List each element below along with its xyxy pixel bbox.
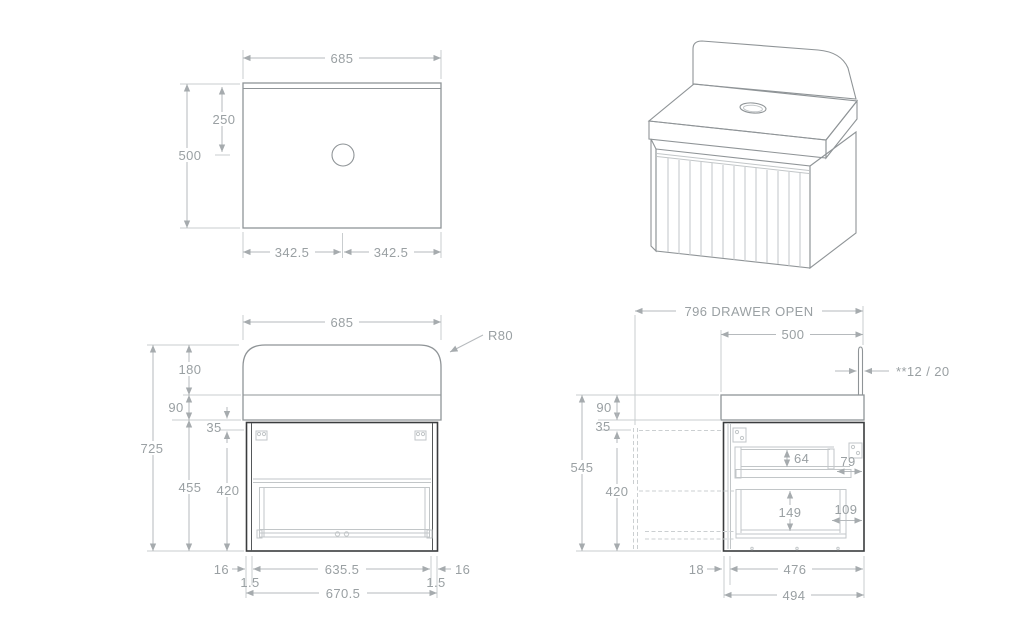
dim-front-bench-thickness: 90 <box>168 400 183 415</box>
iso-cabinet-side <box>809 130 857 270</box>
dim-side-front-thickness: 18 <box>689 562 704 577</box>
dim-front-corner-radius: R80 <box>488 328 513 343</box>
dim-front-gap-left: 1.5 <box>240 575 259 590</box>
side-backsplash <box>857 346 864 395</box>
dim-plan-hole-left: 342.5 <box>275 245 310 260</box>
iso-fluted-front <box>656 153 810 267</box>
dim-front-top-gap: 35 <box>206 420 221 435</box>
side-view: 796 DRAWER OPEN 500 **12 / 20 545 90 <box>566 304 949 603</box>
dim-side-runner-setback: 79 <box>840 454 855 469</box>
plan-outline <box>242 82 442 229</box>
side-benchtop <box>720 346 865 421</box>
tap-hole-plan <box>331 143 355 167</box>
side-drawer-open-dashed <box>633 428 735 550</box>
dim-plan-depth: 500 <box>179 148 202 163</box>
front-dimensions: 685 R80 725 180 90 455 <box>136 315 513 601</box>
dim-side-top-gap: 35 <box>595 419 610 434</box>
dim-front-overall-height: 725 <box>141 441 164 456</box>
dim-side-carcass-depth: 494 <box>783 588 806 603</box>
dim-front-cabinet-height: 455 <box>179 480 202 495</box>
dim-front-drawer-width: 635.5 <box>325 562 360 577</box>
dim-plan-hole-setback: 250 <box>213 112 236 127</box>
dim-side-drawer-depth: 149 <box>779 505 802 520</box>
dim-front-carcass-width: 670.5 <box>326 586 361 601</box>
iso-cabinet-left-edge <box>650 138 657 253</box>
plan-dimensions: 685 500 250 342.5 342.5 <box>173 50 442 260</box>
plan-view: 685 500 250 342.5 342.5 <box>173 50 442 260</box>
iso-backsplash <box>692 40 857 100</box>
side-dimensions: 796 DRAWER OPEN 500 **12 / 20 545 90 <box>566 304 949 603</box>
dim-side-bench-depth: 500 <box>782 327 805 342</box>
front-benchtop <box>242 344 442 421</box>
iso-benchtop-front <box>648 120 827 159</box>
side-cabinet <box>722 421 865 552</box>
iso-view <box>647 40 859 270</box>
dim-front-splash-height: 180 <box>179 362 202 377</box>
dim-front-end-panel-left: 16 <box>214 562 229 577</box>
dim-side-internal-depth: 476 <box>784 562 807 577</box>
dim-front-gap-right: 1.5 <box>426 575 445 590</box>
dim-side-drawer-setback: 109 <box>835 502 858 517</box>
front-view: 685 R80 725 180 90 455 <box>136 315 513 601</box>
front-drawer-interior <box>253 430 433 539</box>
iso-benchtop-side <box>825 99 858 160</box>
dim-side-bench-thickness: 90 <box>596 400 611 415</box>
dim-plan-hole-right: 342.5 <box>374 245 409 260</box>
dim-side-runner-height: 64 <box>794 451 809 466</box>
dim-front-internal-height: 420 <box>217 483 240 498</box>
dim-side-internal-height: 420 <box>606 484 629 499</box>
tap-hole-iso <box>739 102 767 114</box>
dim-side-cabinet-height: 545 <box>571 460 594 475</box>
side-drawer-interior <box>727 423 863 551</box>
dim-front-width: 685 <box>331 315 354 330</box>
dim-plan-width: 685 <box>331 51 354 66</box>
dim-side-drawer-open: 796 DRAWER OPEN <box>684 304 813 319</box>
front-cabinet <box>245 421 439 552</box>
dim-front-end-panel-right: 16 <box>455 562 470 577</box>
dim-side-splash-thickness: **12 / 20 <box>896 364 949 379</box>
